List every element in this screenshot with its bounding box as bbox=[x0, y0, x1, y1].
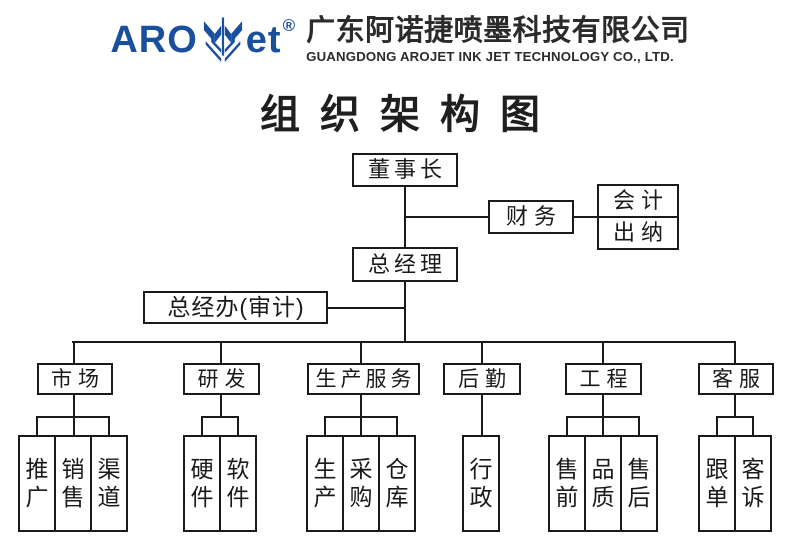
node-dept-production-service: 生产服务 bbox=[307, 363, 420, 395]
node-hardware: 硬件 bbox=[183, 435, 221, 532]
leaf-drop bbox=[602, 418, 604, 435]
leaf-drop bbox=[201, 418, 203, 435]
page-title: 组织架构图 bbox=[260, 93, 560, 137]
node-production: 生产 bbox=[306, 435, 344, 532]
company-name-block: 广东阿诺捷喷墨科技有限公司 GUANGDONG AROJET INK JET T… bbox=[306, 14, 690, 65]
node-complaints: 客诉 bbox=[734, 435, 772, 532]
node-chairman: 董事长 bbox=[352, 153, 458, 187]
spread-market bbox=[36, 416, 110, 418]
leaf-drop bbox=[566, 418, 568, 435]
connector-finance-sub bbox=[572, 216, 598, 218]
node-dept-rd: 研发 bbox=[183, 363, 260, 395]
stem-service bbox=[734, 395, 736, 417]
leaf-drop bbox=[716, 418, 718, 435]
node-software: 软件 bbox=[219, 435, 257, 532]
stem-engineering bbox=[602, 395, 604, 417]
spread-service bbox=[716, 416, 754, 418]
node-order-following: 跟单 bbox=[698, 435, 736, 532]
drop-market bbox=[73, 343, 75, 363]
drop-logistics bbox=[481, 343, 483, 363]
connector-spine-bottom bbox=[404, 281, 406, 343]
logo-text-aro: ARO bbox=[110, 19, 198, 61]
drop-service bbox=[734, 343, 736, 363]
node-accounting: 会计 bbox=[597, 184, 679, 218]
group-engineering-children: 售前 品质 售后 bbox=[548, 435, 658, 532]
node-sales: 销售 bbox=[54, 435, 92, 532]
node-purchasing: 采购 bbox=[342, 435, 380, 532]
leaf-drop bbox=[360, 418, 362, 435]
connector-distribution bbox=[72, 341, 736, 343]
node-aftersales: 售后 bbox=[620, 435, 658, 532]
leaf-drop bbox=[108, 418, 110, 435]
leaf-drop bbox=[324, 418, 326, 435]
leaf-drop bbox=[396, 418, 398, 435]
node-gm-office: 总经办(审计) bbox=[143, 291, 328, 324]
company-name-chinese: 广东阿诺捷喷墨科技有限公司 bbox=[306, 14, 690, 47]
drop-engineering bbox=[602, 343, 604, 363]
leaf-drop bbox=[237, 418, 239, 435]
stem-production bbox=[360, 395, 362, 417]
stem-logistics bbox=[481, 395, 483, 435]
node-finance-children: 会计 出纳 bbox=[597, 184, 679, 250]
node-quality: 品质 bbox=[584, 435, 622, 532]
node-cashier: 出纳 bbox=[597, 216, 679, 250]
registered-trademark-icon: ® bbox=[282, 16, 296, 35]
ink-spray-icon bbox=[203, 17, 242, 62]
drop-production bbox=[360, 343, 362, 363]
company-name-english: GUANGDONG AROJET INK JET TECHNOLOGY CO.,… bbox=[306, 49, 674, 65]
leaf-drop bbox=[752, 418, 754, 435]
group-logistics-children: 行政 bbox=[462, 435, 500, 532]
connector-finance bbox=[405, 216, 489, 218]
leaf-drop bbox=[638, 418, 640, 435]
leaf-drop bbox=[36, 418, 38, 435]
arojet-logo: ARO et ® bbox=[110, 12, 296, 68]
node-administration: 行政 bbox=[462, 435, 500, 532]
spread-rd bbox=[201, 416, 239, 418]
spread-production bbox=[324, 416, 398, 418]
node-finance: 财务 bbox=[488, 200, 574, 234]
stem-rd bbox=[220, 395, 222, 417]
node-dept-engineering: 工程 bbox=[565, 363, 642, 395]
node-dept-market: 市场 bbox=[37, 363, 113, 395]
node-channel: 渠道 bbox=[90, 435, 128, 532]
leaf-drop bbox=[73, 418, 75, 435]
spread-engineering bbox=[566, 416, 640, 418]
group-production-children: 生产 采购 仓库 bbox=[306, 435, 416, 532]
group-rd-children: 硬件 软件 bbox=[183, 435, 257, 532]
node-dept-service: 客服 bbox=[698, 363, 774, 395]
node-warehouse: 仓库 bbox=[378, 435, 416, 532]
node-presales: 售前 bbox=[548, 435, 586, 532]
node-promotion: 推广 bbox=[18, 435, 56, 532]
drop-rd bbox=[220, 343, 222, 363]
group-service-children: 跟单 客诉 bbox=[698, 435, 772, 532]
group-market-children: 推广 销售 渠道 bbox=[18, 435, 128, 532]
node-general-manager: 总经理 bbox=[352, 247, 458, 282]
header: ARO et ® 广东阿诺捷喷墨科技有限公司 GUANGDONG AR bbox=[0, 12, 800, 68]
connector-gm-office bbox=[327, 307, 405, 309]
stem-market bbox=[73, 395, 75, 417]
node-dept-logistics: 后勤 bbox=[443, 363, 521, 395]
logo-text-et: et bbox=[245, 19, 282, 61]
